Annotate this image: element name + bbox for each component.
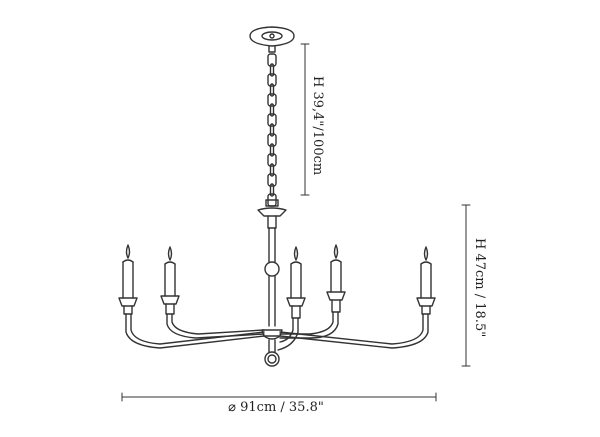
candle-center <box>286 246 306 319</box>
chain-link <box>269 63 275 77</box>
chain-link <box>267 93 277 107</box>
chain-link <box>267 113 277 127</box>
chain-link <box>267 173 277 187</box>
top-collar <box>257 199 287 229</box>
chain-link <box>269 103 275 117</box>
candle-inner-left <box>160 246 180 315</box>
chain-link <box>269 83 275 97</box>
chain-link <box>269 163 275 177</box>
central-stem <box>261 227 283 367</box>
width-dimension-line <box>121 392 437 402</box>
diameter-label: ⌀ 91cm / 35.8" <box>228 400 324 415</box>
candle-inner-right <box>326 244 346 313</box>
chain-link <box>267 73 277 87</box>
ceiling-canopy <box>249 26 295 53</box>
candle-far-left <box>118 244 138 315</box>
fixture-height-label: H 47cm / 18.5" <box>472 238 487 338</box>
chain-length-label: H 39,4"/100cm <box>310 76 325 176</box>
height-dimension-line <box>461 204 471 367</box>
chain-dimension-line <box>300 43 310 196</box>
hanging-chain <box>267 53 277 207</box>
chain-link <box>267 133 277 147</box>
chain-link <box>267 153 277 167</box>
chandelier-arms <box>125 311 429 351</box>
chain-link <box>269 183 275 197</box>
chain-link <box>269 143 275 157</box>
candle-far-right <box>416 246 436 315</box>
chain-link <box>269 123 275 137</box>
chain-link <box>267 53 277 67</box>
